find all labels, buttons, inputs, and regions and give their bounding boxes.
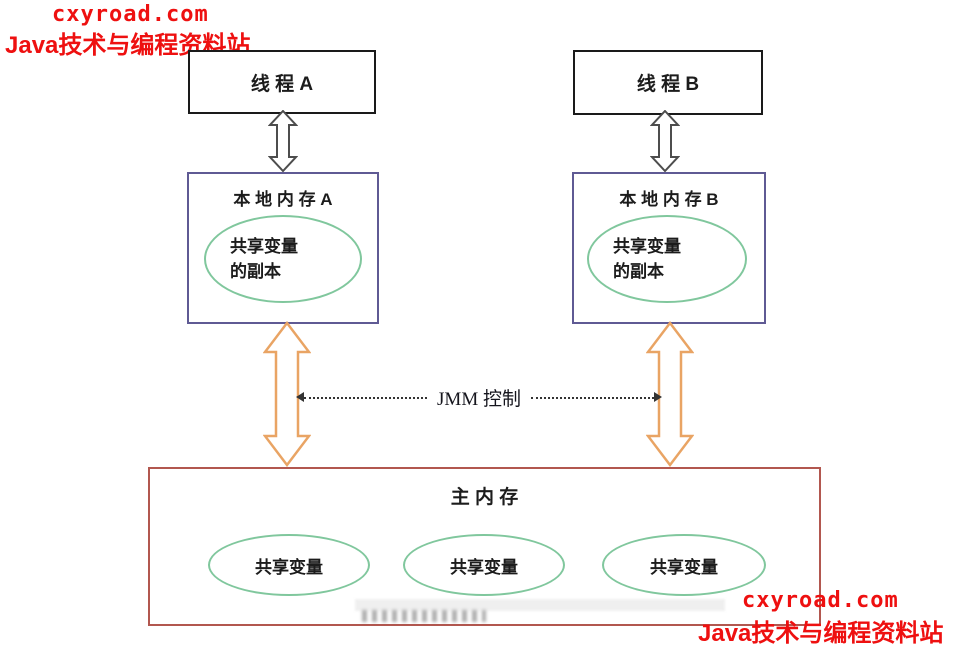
dotted-line-right bbox=[530, 396, 654, 399]
local-memory-b-main-memory-arrow-icon bbox=[646, 321, 694, 467]
shared-variable-3-label: 共享变量 bbox=[650, 557, 718, 577]
local-memory-a-box: 本 地 内 存 A 共享变量 的副本 bbox=[187, 172, 379, 324]
watermark-top-site: cxyroad.com bbox=[52, 2, 209, 27]
local-memory-a-main-memory-arrow-icon bbox=[263, 321, 311, 467]
local-memory-b-box: 本 地 内 存 B 共享变量 的副本 bbox=[572, 172, 766, 324]
shared-variable-1-label: 共享变量 bbox=[255, 557, 323, 577]
thread-a-box: 线 程 A bbox=[188, 50, 376, 114]
shared-variable-ellipse-2: 共享变量 bbox=[403, 534, 565, 596]
local-memory-b-title: 本 地 内 存 B bbox=[619, 190, 719, 209]
copy-a-line2: 的副本 bbox=[230, 262, 281, 281]
copy-a-line1: 共享变量 bbox=[230, 236, 298, 256]
main-memory-title: 主 内 存 bbox=[450, 487, 519, 508]
shared-variable-ellipse-3: 共享变量 bbox=[602, 534, 766, 596]
dotted-arrowhead-left-icon bbox=[296, 392, 304, 402]
local-memory-a-title: 本 地 内 存 A bbox=[233, 190, 333, 209]
thread-b-local-memory-arrow-icon bbox=[650, 110, 680, 172]
shared-variable-2-label: 共享变量 bbox=[450, 557, 518, 577]
dotted-arrowhead-right-icon bbox=[654, 392, 662, 402]
shared-variable-ellipse-1: 共享变量 bbox=[208, 534, 370, 596]
dotted-line-left bbox=[304, 396, 428, 399]
jmm-control-label: JMM 控制 bbox=[437, 388, 521, 410]
copy-b-line2: 的副本 bbox=[613, 262, 664, 281]
jmm-control-connector: JMM 控制 bbox=[296, 386, 662, 410]
thread-b-box: 线 程 B bbox=[573, 50, 763, 115]
watermark-bottom-caption: Java技术与编程资料站 bbox=[698, 620, 944, 647]
blurred-url-watermark bbox=[362, 610, 486, 622]
watermark-bottom-site: cxyroad.com bbox=[742, 588, 899, 613]
shared-variable-copy-b-ellipse: 共享变量 的副本 bbox=[587, 215, 747, 303]
thread-a-label: 线 程 A bbox=[250, 73, 314, 95]
thread-b-label: 线 程 B bbox=[636, 74, 700, 95]
faint-watermark-band bbox=[355, 599, 725, 611]
thread-a-local-memory-arrow-icon bbox=[268, 110, 298, 172]
shared-variable-copy-a-ellipse: 共享变量 的副本 bbox=[204, 215, 362, 303]
copy-b-line1: 共享变量 bbox=[613, 236, 681, 256]
